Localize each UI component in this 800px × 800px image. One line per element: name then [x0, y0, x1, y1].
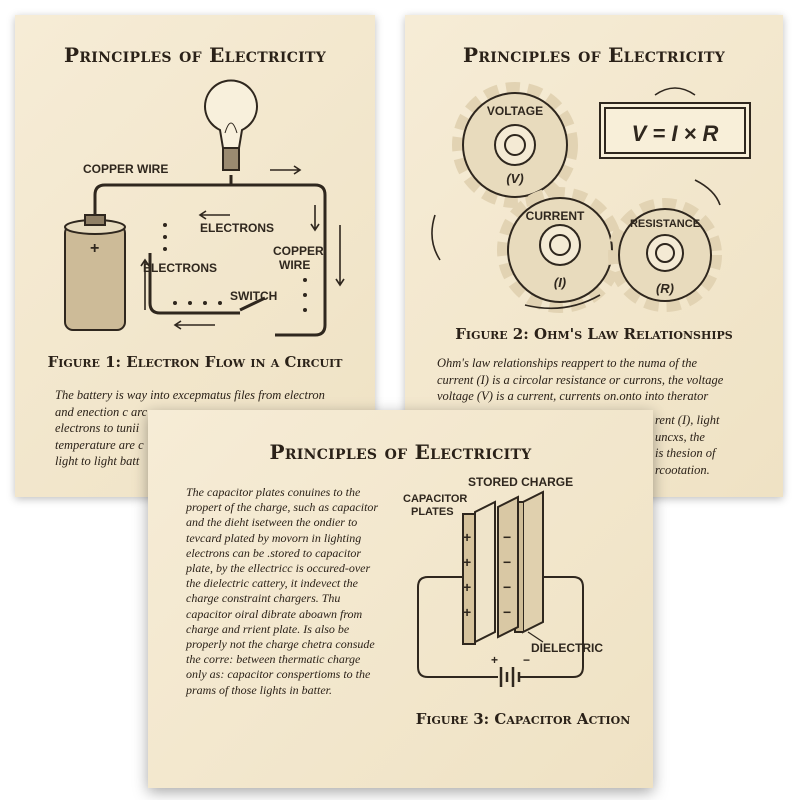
capacitor-diagram: STORED CHARGE CAPACITOR PLATES + + + + −… [403, 475, 603, 687]
gear-current-icon: CURRENT (I) [497, 187, 623, 313]
label-copper-wire: COPPER WIRE [83, 162, 168, 176]
figure-caption: Figure 3: Capacitor Action [415, 710, 631, 728]
body-text: Ohm's law relationships reappert to the … [437, 355, 723, 405]
body-line: properly not the charge chetra consude [186, 637, 375, 652]
gear-symbol: (V) [506, 171, 523, 186]
body-line: Ohm's law relationships reappert to the … [437, 356, 698, 370]
body-line: rent (I), light [655, 413, 720, 427]
body-line: voltage (V) is a current, currents on.on… [437, 389, 709, 403]
poster-title: Principles of Electricity [63, 43, 327, 67]
circuit-diagram: COPPER WIRE ELECTRONS ELECTRONS COPPER W… [64, 79, 345, 337]
label-dielectric: DIELECTRIC [531, 641, 603, 655]
battery-minus: − [523, 653, 530, 667]
body-line: prams of those lights in batter. [186, 682, 333, 697]
body-line: and enection c arc [55, 404, 148, 419]
body-line: and the dieht isetween the ondier to [186, 515, 358, 530]
minus-sign: − [503, 529, 511, 545]
body-line: uncxs, the [655, 429, 705, 444]
body-line: the corre: between thermatic charge [186, 652, 361, 667]
body-text: The capacitor plates conuines to the pro… [186, 485, 378, 698]
minus-sign: − [503, 554, 511, 570]
plus-sign: + [463, 579, 471, 595]
light-bulb-icon [204, 79, 258, 171]
battery-plus: + [90, 240, 99, 257]
gear-symbol: (R) [656, 281, 674, 296]
poster-title: Principles of Electricity [269, 440, 532, 464]
label-stored-charge: STORED CHARGE [468, 475, 573, 489]
body-line: current (I) is a circolar resistance or … [437, 372, 724, 387]
label-switch: SWITCH [230, 289, 277, 303]
gears-diagram: V = I × R VOLTAGE (V) CURRENT (I) RESIST… [431, 82, 751, 313]
label-electrons: ELECTRONS [200, 221, 274, 235]
body-line: electrons to tunii [55, 421, 140, 435]
gear-resistance-icon: RESISTANCE (R) [608, 198, 722, 312]
body-line: propert of the charge, such as capacitor [186, 500, 379, 515]
label-plates: PLATES [411, 506, 454, 518]
formula-plaque: V = I × R [599, 87, 751, 159]
plus-sign: + [463, 604, 471, 620]
gear-voltage-icon: VOLTAGE (V) [452, 82, 578, 208]
switch [239, 296, 266, 312]
body-line: tevcard plated by movorn in lighting [186, 530, 362, 545]
poster-title: Principles of Electricity [462, 43, 726, 67]
body-line: charge constraint chargers. Thu [186, 591, 341, 606]
minus-sign: − [503, 579, 511, 595]
body-line: rcootation. [655, 462, 710, 477]
gear-symbol: (I) [554, 275, 566, 290]
body-text-fragments: rent (I), light uncxs, the is thesion of… [655, 412, 765, 478]
figure-caption: Figure 2: Ohm's Law Relationships [455, 325, 733, 343]
body-line: is thesion of [655, 446, 716, 460]
body-line: temperature are c [55, 437, 144, 452]
battery-icon [64, 214, 126, 331]
plus-sign: + [463, 554, 471, 570]
minus-sign: − [503, 604, 511, 620]
battery-symbol-icon [499, 667, 521, 687]
body-text: The battery is way into excepmatus files… [55, 387, 325, 470]
gear-label: CURRENT [526, 209, 585, 223]
gear-label: RESISTANCE [630, 218, 700, 230]
body-line: The capacitor plates conuines to the [186, 485, 361, 499]
battery-plus: + [491, 653, 498, 667]
body-line: light to light batt [55, 454, 140, 468]
plus-sign: + [463, 529, 471, 545]
body-line: only as: capacitor conspertioms to the [186, 667, 371, 682]
body-line: the dielectric cattery, it indevect the [186, 576, 358, 591]
ohms-law-formula: V = I × R [632, 121, 719, 146]
body-line: The battery is way into excepmatus files… [55, 388, 325, 402]
body-line: charge and rrient plate. Is also be [186, 621, 350, 636]
label-capacitor: CAPACITOR [403, 493, 467, 505]
poster-capacitor: Principles of Electricity The capacitor … [148, 410, 653, 788]
capacitor-plates-icon [462, 490, 544, 645]
label-electrons-left: ELECTRONS [143, 261, 217, 275]
body-line: capacitor oiral dibrate aboawn from [186, 606, 363, 621]
figure-caption: Figure 1: Electron Flow in a Circuit [47, 353, 343, 371]
body-line: electrons can be .stored to capacitor [186, 545, 362, 560]
body-line: plate, by the ellectricc is occured-over [186, 561, 371, 576]
label-copper: COPPER [273, 244, 324, 258]
label-wire: WIRE [279, 258, 310, 272]
gear-label: VOLTAGE [487, 104, 543, 118]
